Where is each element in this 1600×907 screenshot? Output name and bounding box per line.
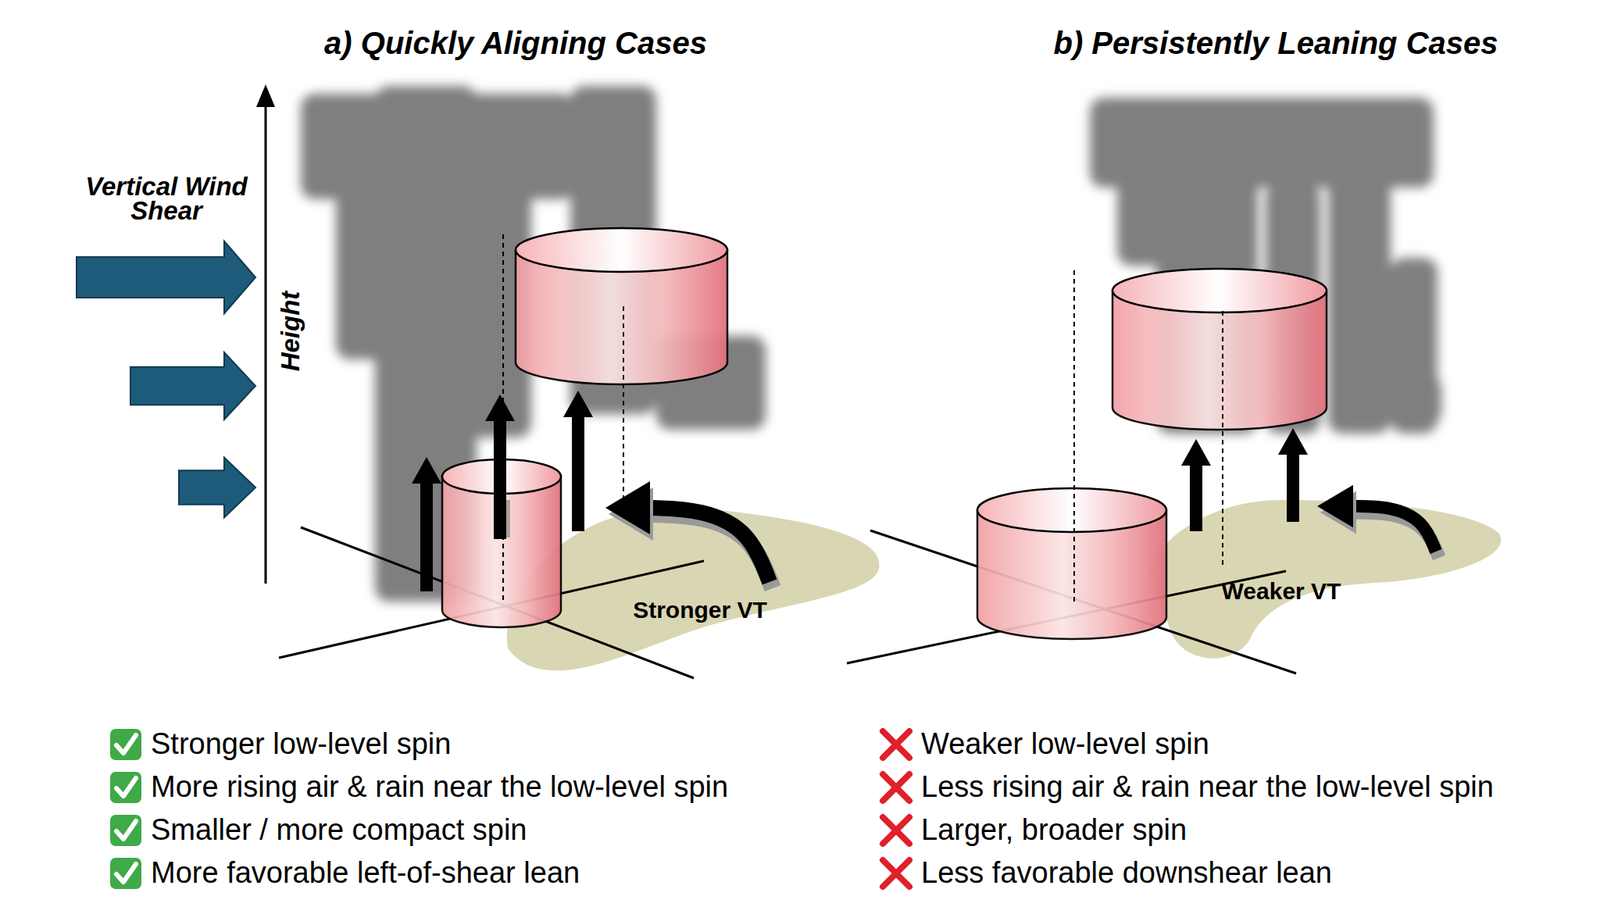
- check-mark: [116, 821, 136, 840]
- cylinder-top: [515, 228, 728, 272]
- updraft-arrow: [485, 394, 515, 540]
- height-axis: [264, 105, 268, 584]
- list-marks: [110, 728, 910, 890]
- shear-arrow: [130, 352, 256, 420]
- check-box: [110, 814, 142, 847]
- check-box: [110, 857, 142, 890]
- shear-arrow: [76, 241, 256, 314]
- list-item: More rising air & rain near the low-leve…: [150, 771, 729, 804]
- cloud: [1117, 140, 1165, 266]
- illustration-group: [76, 84, 1501, 890]
- shear-arrow: [178, 457, 256, 518]
- check-mark: [116, 778, 136, 797]
- panel-title: a) Quickly Aligning Cases: [324, 26, 708, 60]
- cloud: [335, 187, 407, 360]
- center-line: [1073, 270, 1075, 602]
- tangential-wind-arrow: [1351, 506, 1436, 552]
- updraft-arrow: [411, 457, 442, 592]
- check-mark: [116, 864, 136, 883]
- panel-a: [278, 85, 880, 679]
- cloud-cluster: [1089, 97, 1442, 434]
- cross-mark: [882, 731, 910, 758]
- list-item: Stronger low-level spin: [150, 728, 451, 761]
- axis-arrowhead: [256, 84, 275, 108]
- axis-label: Height: [277, 291, 305, 372]
- list-item: Smaller / more compact spin: [150, 814, 528, 847]
- check-box: [110, 771, 142, 804]
- cylinder-top: [1112, 268, 1327, 313]
- cross-mark: [882, 817, 910, 844]
- cylinder-top: [977, 488, 1167, 533]
- arrowhead: [1317, 485, 1354, 528]
- center-line: [622, 306, 625, 516]
- axis-label: Weaker VT: [1221, 578, 1342, 604]
- list-item: Less favorable downshear lean: [921, 857, 1333, 890]
- updraft-arrow: [1278, 428, 1308, 522]
- cloud: [406, 179, 532, 438]
- rain-region: [507, 508, 880, 672]
- axis-label: Vertical Wind Shear: [82, 174, 251, 224]
- updraft-arrow: [563, 390, 593, 532]
- axis-label: Stronger VT: [632, 597, 768, 623]
- panel-b: [846, 97, 1501, 674]
- panel-title: b) Persistently Leaning Cases: [1053, 26, 1498, 60]
- check-box: [110, 728, 142, 761]
- tangential-wind-arrow: [648, 507, 770, 583]
- list-item: Weaker low-level spin: [921, 728, 1210, 761]
- vortex-cylinder: [977, 488, 1167, 640]
- check-mark: [116, 735, 136, 754]
- list-item: More favorable left-of-shear lean: [150, 857, 580, 890]
- vortex-cylinder: [1112, 268, 1327, 430]
- updraft-arrow: [1181, 439, 1211, 532]
- center-line: [1221, 310, 1224, 567]
- list-item: Less rising air & rain near the low-leve…: [921, 771, 1494, 804]
- cross-mark: [882, 860, 910, 887]
- list-item: Larger, broader spin: [921, 814, 1187, 847]
- cloud: [1406, 375, 1442, 426]
- vortex-cylinder: [515, 228, 728, 385]
- cloud: [1328, 175, 1391, 434]
- arrowhead: [605, 481, 650, 535]
- cross-mark: [882, 774, 910, 801]
